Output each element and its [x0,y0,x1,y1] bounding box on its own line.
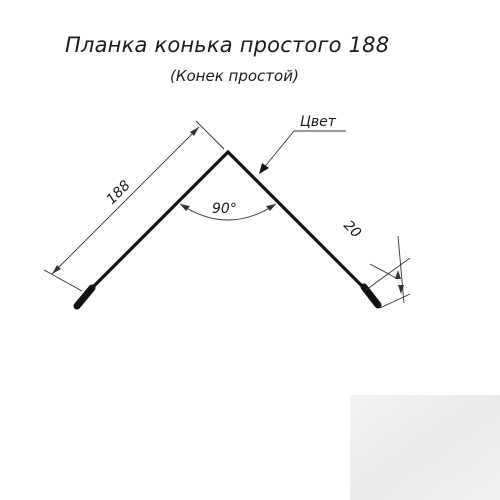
right-leg [226,150,371,295]
callout-leader [261,130,295,171]
callout-arrowhead [259,163,269,174]
color-callout: Цвет [259,114,346,174]
galvanized-swatch [350,395,500,500]
arrowhead-bottom [52,265,61,274]
angle-arrow-right [266,204,276,211]
angle-label: 90° [212,201,237,217]
dimension-188: 188 [43,120,225,292]
angle-arc [179,203,277,221]
left-leg [84,150,230,296]
extension-line-top [195,120,225,150]
drawing-subtitle: (Конек простой) [170,67,299,85]
drawing-title: Планка конька простого 188 [65,33,389,57]
hem-arrow-top [395,270,401,279]
hem-dimension-line [397,235,405,304]
left-hem [73,284,96,310]
hem-arrow-bottom [398,285,404,294]
arrowhead-top [190,127,199,136]
extension-line-bottom [43,269,83,292]
angle-arrow-left [180,204,190,211]
callout-label: Цвет [300,114,337,130]
dimension-20: 20 [340,218,411,309]
hem-label: 20 [340,218,364,242]
dimension-label-188: 188 [104,178,134,208]
ridge-profile [73,150,382,310]
hem-dimension-tail [369,263,399,280]
dimension-line-188 [51,126,200,275]
angle-dimension: 90° [179,201,277,221]
hem-extension-2 [379,293,411,309]
